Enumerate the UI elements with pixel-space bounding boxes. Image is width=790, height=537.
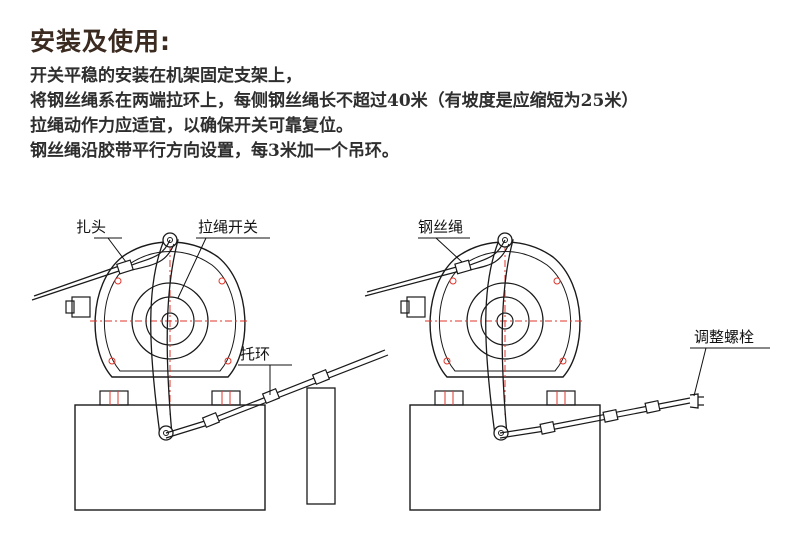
section-title: 安装及使用:: [30, 27, 171, 56]
adjusting-bolt: [689, 393, 699, 409]
right-wire-rope: [366, 265, 461, 293]
instruction-line-2: 将钢丝绳系在两端拉环上，每侧钢丝绳长不超过40米（有坡度是应缩短为25米）: [30, 91, 639, 111]
instruction-text: 开关平稳的安装在机架固定支架上， 将钢丝绳系在两端拉环上，每侧钢丝绳长不超过40…: [30, 64, 780, 164]
right-switch-assembly: [364, 232, 704, 511]
left-wire-rope: [33, 264, 123, 297]
label-adjusting-bolt: 调整螺栓: [694, 328, 754, 346]
left-switch-assembly: [31, 232, 389, 511]
left-support-ring: [261, 387, 281, 405]
instruction-line-3: 拉绳动作力应适宜，以确保开关可靠复位。: [30, 116, 353, 136]
label-wire-rope: 钢丝绳: [418, 218, 463, 236]
instruction-line-4: 钢丝绳沿胶带平行方向设置，每3米加一个吊环。: [30, 141, 399, 161]
label-knot: 扎头: [76, 218, 106, 236]
support-post: [306, 387, 336, 505]
label-pull-switch: 拉绳开关: [198, 218, 258, 236]
label-support-ring: 托环: [240, 345, 270, 363]
callouts: 扎头 拉绳开关 托环 钢丝绳 调整螺栓: [76, 218, 770, 397]
left-rope-clamp: [116, 259, 134, 275]
instruction-line-1: 开关平稳的安装在机架固定支架上，: [30, 66, 302, 86]
